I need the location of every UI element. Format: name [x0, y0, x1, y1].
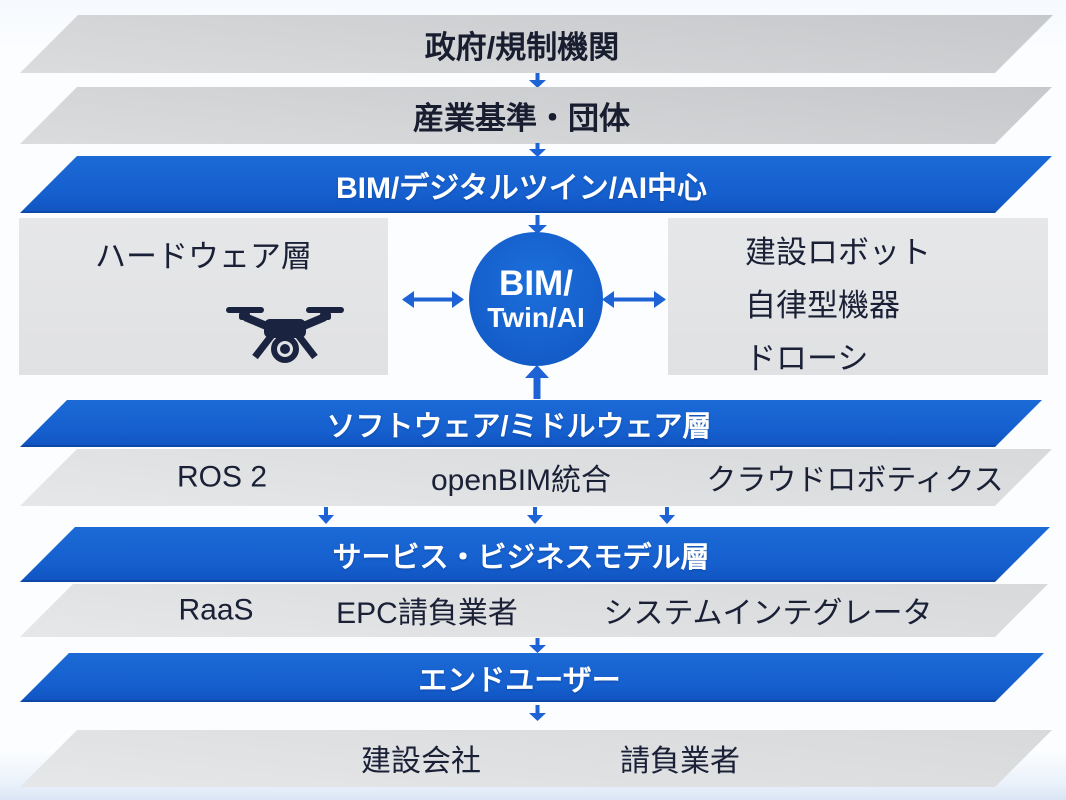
band-end-user-label: エンドユーザー: [418, 664, 621, 697]
software-item-ros2: ROS 2: [176, 459, 268, 493]
construction-robot-box: 建設ロボット 自律型機器 ドローシ: [668, 218, 1048, 376]
band-industry: 産業基準・団体: [20, 87, 995, 144]
down-arrow-software-service-left: [318, 507, 334, 524]
band-industry-label: 産業基準・団体: [413, 101, 630, 136]
software-item-openbim: openBIM統合: [430, 463, 612, 497]
band-bim-center-label: BIM/デジタルツイン/AI中心: [335, 171, 708, 205]
band-end-user: エンドユーザー: [20, 653, 995, 702]
service-item-epc: EPC請負業者: [336, 596, 518, 630]
hub-line-1: BIM/: [499, 263, 573, 303]
end-user-item-contractor: 請負業者: [620, 744, 740, 778]
right-double-arrow: [602, 291, 666, 308]
down-arrow-software-service-center: [527, 507, 543, 524]
band-software-label: ソフトウェア/ミドルウェア層: [326, 410, 712, 443]
end-user-item-construction-company: 建設会社: [361, 744, 481, 778]
band-government-label: 政府/規制機関: [424, 29, 620, 65]
software-item-cloud-robotics: クラウドロボティクス: [706, 463, 1004, 497]
band-government: 政府/規制機関: [20, 15, 995, 73]
robot-box-line-3: ドローシ: [745, 341, 869, 376]
robot-box-line-1: 建設ロボット: [745, 235, 931, 270]
band-service: サービス・ビジネスモデル層: [20, 527, 995, 582]
bim-twin-ai-hub: BIM/ Twin/AI: [469, 232, 603, 366]
left-double-arrow: [402, 291, 464, 308]
band-bim-center: BIM/デジタルツイン/AI中心: [20, 156, 995, 213]
up-arrow-software-hub: [525, 365, 549, 399]
down-arrow-software-service-right: [659, 507, 675, 524]
drone-icon: [226, 307, 344, 363]
hardware-layer-title: ハードウェア層: [95, 239, 312, 274]
band-service-items: RaaS EPC請負業者 システムインテグレータ: [20, 584, 995, 637]
down-arrow-industry-bim: [529, 143, 546, 157]
service-item-raas: RaaS: [178, 592, 254, 626]
down-arrow-government-industry: [529, 73, 546, 88]
hub-line-2: Twin/AI: [487, 301, 585, 333]
down-arrow-enduser-companies: [529, 705, 546, 721]
band-service-label: サービス・ビジネスモデル層: [332, 541, 710, 574]
band-software-items: ROS 2 openBIM統合 クラウドロボティクス: [20, 449, 1004, 506]
down-arrow-bim-hub: [528, 215, 547, 234]
hardware-layer-box: ハードウェア層: [19, 218, 388, 375]
down-arrow-service-enduser: [529, 638, 546, 653]
robot-box-line-2: 自律型機器: [745, 288, 900, 323]
service-item-system-integrator: システムインテグレータ: [603, 596, 933, 630]
band-end-user-items: 建設会社 請負業者: [20, 730, 995, 787]
band-software: ソフトウェア/ミドルウェア層: [20, 400, 995, 447]
